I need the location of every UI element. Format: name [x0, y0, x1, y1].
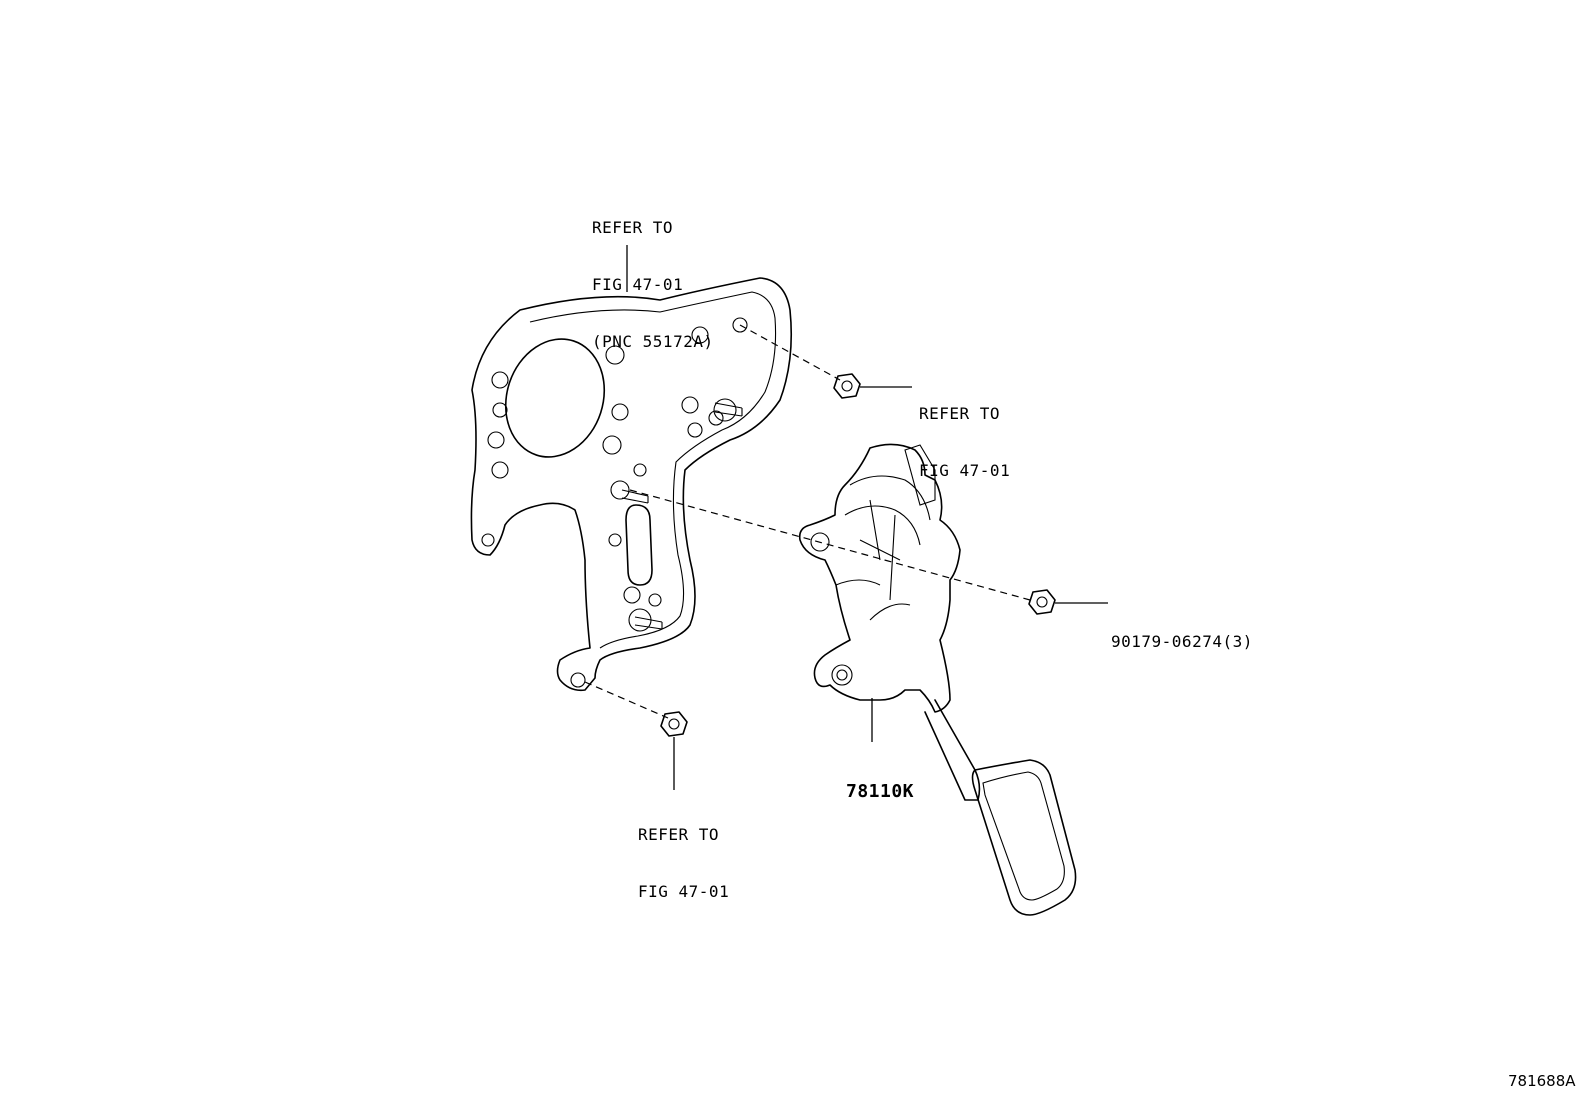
assembly-line-middle	[629, 489, 1031, 601]
bracket-reference-label: REFER TO FIG 47-01 (PNC 55172A)	[592, 180, 714, 370]
nut-lower	[660, 711, 688, 737]
nut-right	[1028, 589, 1056, 615]
pedal-part-number: 78110K	[846, 781, 915, 802]
bracket-ref-line-2: FIG 47-01	[592, 275, 684, 294]
nut-upper-reference-label: REFER TO FIG 47-01	[919, 366, 1010, 499]
pedal-bracket	[470, 277, 793, 692]
nut-lower-ref-line-2: FIG 47-01	[638, 882, 730, 901]
nut-upper-ref-line-1: REFER TO	[919, 404, 1001, 423]
accelerator-pedal-assembly	[798, 443, 1077, 916]
nut-lower-reference-label: REFER TO FIG 47-01	[638, 787, 729, 920]
nut-upper	[833, 373, 861, 399]
bracket-ref-line-1: REFER TO	[592, 218, 674, 237]
nut-part-number: 90179-06274(3)	[1111, 632, 1253, 651]
nut-part-number-label: 90179-06274(3)	[1111, 594, 1253, 670]
bracket-ref-line-3: (PNC 55172A)	[592, 332, 714, 351]
nut-lower-ref-line-1: REFER TO	[638, 825, 720, 844]
assembly-line-lower	[584, 681, 669, 719]
figure-id: 781688A	[1508, 1072, 1576, 1090]
nut-upper-ref-line-2: FIG 47-01	[919, 461, 1011, 480]
pedal-part-number-label: 78110K	[846, 744, 914, 820]
